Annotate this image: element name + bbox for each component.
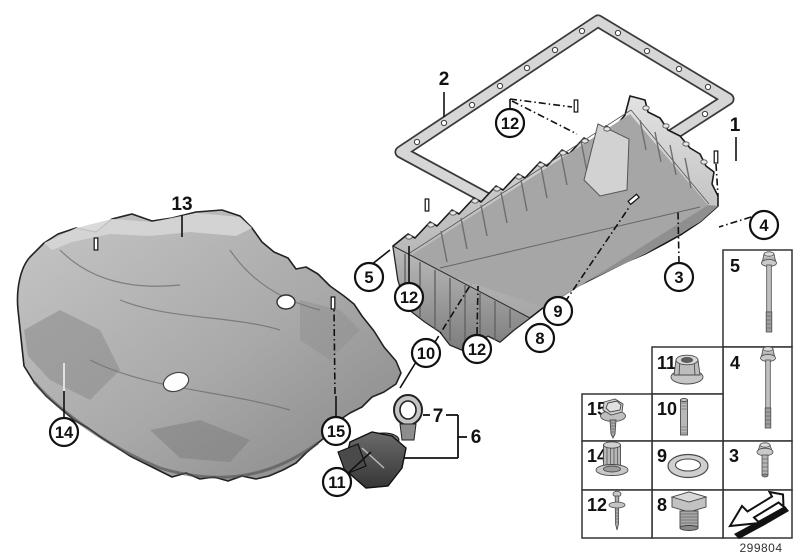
callout-11[interactable]: 11 bbox=[321, 466, 353, 498]
svg-text:12: 12 bbox=[400, 289, 418, 307]
cover-shadow-3 bbox=[300, 300, 360, 360]
pan-interior bbox=[404, 114, 708, 308]
label-6[interactable]: 6 bbox=[471, 427, 482, 448]
svg-text:9: 9 bbox=[553, 303, 562, 321]
callout-3[interactable]: 3 bbox=[663, 261, 695, 293]
tick-cover-bolt-left bbox=[93, 237, 99, 251]
legend-cell-4[interactable] bbox=[722, 346, 793, 442]
bolt-position-ticks bbox=[93, 99, 719, 310]
callout-12-sump[interactable]: 12 bbox=[461, 333, 493, 365]
long-flange-bolt-icon bbox=[761, 251, 777, 333]
callout-9[interactable]: 9 bbox=[542, 295, 574, 327]
group-bracket-6-7 bbox=[404, 414, 467, 459]
cover-bottom-edge bbox=[32, 381, 319, 479]
svg-text:10: 10 bbox=[417, 345, 435, 363]
callout-4[interactable]: 4 bbox=[748, 209, 780, 241]
self-tapping-screw-icon bbox=[608, 490, 626, 531]
oil-level-sensor[interactable] bbox=[337, 394, 423, 489]
leader-lines bbox=[63, 92, 752, 475]
cover-slot bbox=[162, 371, 190, 393]
svg-text:15: 15 bbox=[327, 423, 345, 441]
expansion-rivet-icon bbox=[595, 441, 629, 476]
legend-label-12: 12 bbox=[587, 495, 607, 515]
pan-underside bbox=[545, 205, 718, 308]
sensor-highlight bbox=[361, 447, 385, 469]
pan-baffle bbox=[583, 123, 630, 197]
tick-cover-bolt-right bbox=[330, 296, 336, 310]
svg-text:5: 5 bbox=[364, 269, 373, 287]
tick-pan-right-bolt bbox=[713, 150, 719, 164]
svg-text:3: 3 bbox=[674, 269, 683, 287]
svg-text:4: 4 bbox=[759, 217, 769, 235]
short-flange-bolt-icon bbox=[756, 442, 774, 478]
callout-8[interactable]: 8 bbox=[524, 322, 556, 354]
fastener-legend: 5 4 3 11 10 9 8 15 14 12 bbox=[581, 249, 793, 539]
cover-top-face bbox=[44, 213, 252, 250]
oil-drain-plug-icon bbox=[670, 491, 708, 531]
acoustic-cover[interactable] bbox=[16, 209, 402, 482]
label-13[interactable]: 13 bbox=[171, 194, 192, 215]
flange-nut-icon bbox=[670, 354, 704, 385]
callout-12-pan-left[interactable]: 12 bbox=[393, 281, 425, 313]
long-flange-bolt-icon bbox=[760, 346, 776, 429]
legend-label-8: 8 bbox=[657, 495, 667, 515]
hex-washer-bolt-icon bbox=[600, 398, 626, 440]
cover-shadow-2 bbox=[150, 420, 250, 462]
svg-text:11: 11 bbox=[328, 474, 345, 492]
callout-10[interactable]: 10 bbox=[410, 337, 442, 369]
cover-ribs bbox=[59, 249, 321, 411]
cover-silhouette bbox=[16, 209, 402, 482]
legend-cell-5[interactable] bbox=[722, 249, 793, 348]
legend-label-9: 9 bbox=[657, 446, 667, 466]
tick-pan-left-bolt bbox=[424, 198, 430, 212]
svg-text:12: 12 bbox=[501, 115, 519, 133]
callout-5[interactable]: 5 bbox=[353, 261, 385, 293]
legend-label-14: 14 bbox=[587, 446, 607, 466]
stud-icon bbox=[680, 398, 688, 436]
legend-label-5: 5 bbox=[730, 256, 740, 276]
callout-12-gasket-bolt[interactable]: 12 bbox=[494, 107, 526, 139]
svg-text:8: 8 bbox=[535, 330, 544, 348]
label-2[interactable]: 2 bbox=[439, 69, 450, 90]
label-1[interactable]: 1 bbox=[730, 115, 741, 136]
cover-hole bbox=[276, 294, 296, 310]
label-7[interactable]: 7 bbox=[433, 406, 444, 427]
tick-drain-plug bbox=[627, 193, 640, 206]
part-number: 299804 bbox=[739, 541, 782, 555]
pull-ring-hole bbox=[399, 400, 417, 420]
svg-text:12: 12 bbox=[468, 341, 486, 359]
svg-text:14: 14 bbox=[55, 424, 74, 442]
legend-label-10: 10 bbox=[657, 399, 677, 419]
oil-pan[interactable] bbox=[392, 95, 719, 351]
pan-flange-bosses bbox=[405, 105, 708, 240]
cover-shadow-1 bbox=[24, 310, 120, 400]
direction-arrow-icon bbox=[728, 490, 789, 539]
callout-14[interactable]: 14 bbox=[48, 416, 80, 448]
callout-15[interactable]: 15 bbox=[320, 415, 352, 447]
tick-gasket-bolt bbox=[573, 99, 579, 113]
sealing-ring-icon bbox=[667, 453, 709, 479]
pan-ribs bbox=[440, 119, 692, 263]
legend-label-3: 3 bbox=[729, 446, 739, 466]
sensor-neck bbox=[399, 423, 417, 441]
sensor-connector bbox=[337, 443, 367, 475]
legend-label-11: 11 bbox=[657, 353, 676, 373]
legend-label-4: 4 bbox=[730, 353, 740, 373]
